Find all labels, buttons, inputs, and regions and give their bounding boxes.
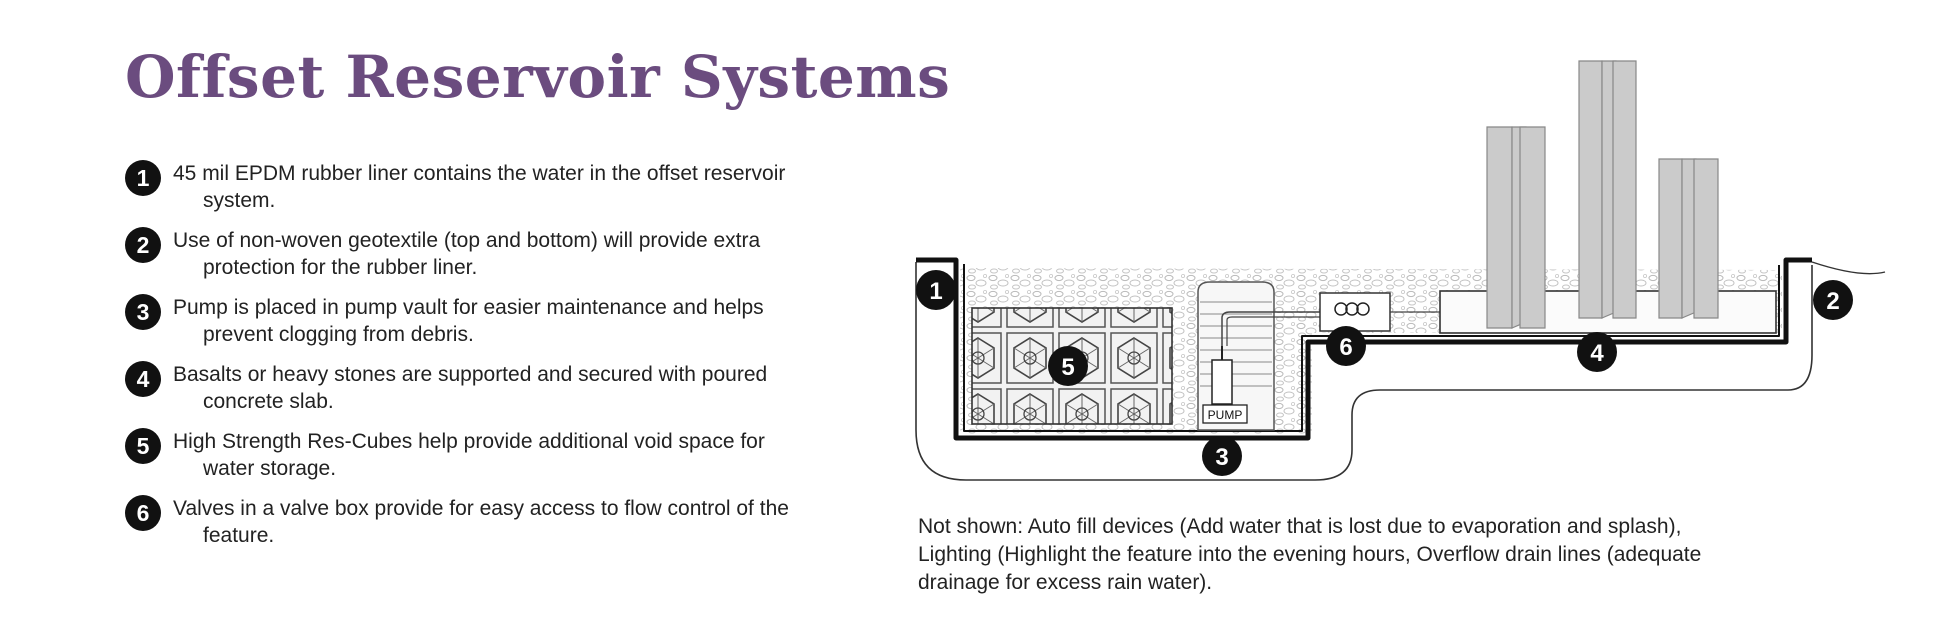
callout-badge-2: 2: [125, 227, 161, 263]
note-line-2: Lighting (Highlight the feature into the…: [918, 543, 1702, 566]
diagram-callout-3: 3: [1202, 436, 1242, 476]
excavation-outline: [915, 262, 1813, 481]
callout-badge-6: 6: [125, 495, 161, 531]
reservoir-cross-section-diagram: PUMP 1 2 3 4 5 6: [915, 60, 1886, 481]
legend-text-line2: system.: [203, 189, 276, 212]
legend-text-line1: High Strength Res-Cubes help provide add…: [173, 430, 765, 453]
legend-item-5: 5 High Strength Res-Cubes help provide a…: [125, 428, 895, 482]
note-line-3: drainage for excess rain water).: [918, 571, 1213, 594]
pump-label: PUMP: [1208, 408, 1243, 422]
callout-5-label: 5: [1061, 354, 1074, 381]
page-title: Offset Reservoir Systems: [125, 43, 951, 111]
legend-text-line1: Use of non-woven geotextile (top and bot…: [173, 229, 761, 252]
legend-item-3: 3 Pump is placed in pump vault for easie…: [125, 294, 895, 348]
legend-text-line1: Basalts or heavy stones are supported an…: [173, 363, 768, 386]
pump-body: [1211, 359, 1233, 405]
callout-2-label: 2: [1826, 288, 1839, 315]
legend-list: 1 45 mil EPDM rubber liner contains the …: [125, 160, 895, 562]
callout-6-label: 6: [1339, 334, 1352, 361]
callout-4-label: 4: [1590, 340, 1604, 367]
rubber-liner: [916, 257, 1812, 441]
callout-badge-1: 1: [125, 160, 161, 196]
callout-badge-4: 4: [125, 361, 161, 397]
diagram-callout-4: 4: [1577, 332, 1617, 372]
diagram-callout-6: 6: [1326, 326, 1366, 366]
pump-label-box: [1202, 404, 1248, 424]
valve-box: [1319, 292, 1391, 332]
legend-text-line1: 45 mil EPDM rubber liner contains the wa…: [173, 162, 786, 185]
diagram-callout-2: 2: [1813, 280, 1853, 320]
note-line-1: Not shown: Auto fill devices (Add water …: [918, 515, 1682, 538]
legend-item-2: 2 Use of non-woven geotextile (top and b…: [125, 227, 895, 281]
legend-item-1: 1 45 mil EPDM rubber liner contains the …: [125, 160, 895, 214]
ground-line: [1811, 261, 1886, 275]
legend-text-line2: feature.: [203, 524, 275, 547]
callout-3-label: 3: [1215, 444, 1228, 471]
diagram-callout-5: 5: [1048, 346, 1088, 386]
supply-pipe: [1221, 311, 1320, 346]
callout-badge-5: 5: [125, 428, 161, 464]
legend-item-4: 4 Basalts or heavy stones are supported …: [125, 361, 895, 415]
legend-text-line2: protection for the rubber liner.: [203, 256, 478, 279]
not-shown-note: Not shown: Auto fill devices (Add water …: [918, 513, 1818, 597]
callout-1-label: 1: [929, 278, 942, 305]
geotextile-layer: [963, 264, 1780, 432]
legend-text-line2: concrete slab.: [203, 390, 334, 413]
valves: [1334, 302, 1370, 316]
callout-badge-3: 3: [125, 294, 161, 330]
legend-text-line1: Pump is placed in pump vault for easier …: [173, 296, 764, 319]
legend-text-line1: Valves in a valve box provide for easy a…: [173, 497, 789, 520]
legend-item-6: 6 Valves in a valve box provide for easy…: [125, 495, 895, 549]
legend-text-line2: water storage.: [203, 457, 337, 480]
diagram-callout-1: 1: [916, 270, 956, 310]
basalt-columns: [1486, 60, 1719, 329]
legend-text-line2: prevent clogging from debris.: [203, 323, 474, 346]
